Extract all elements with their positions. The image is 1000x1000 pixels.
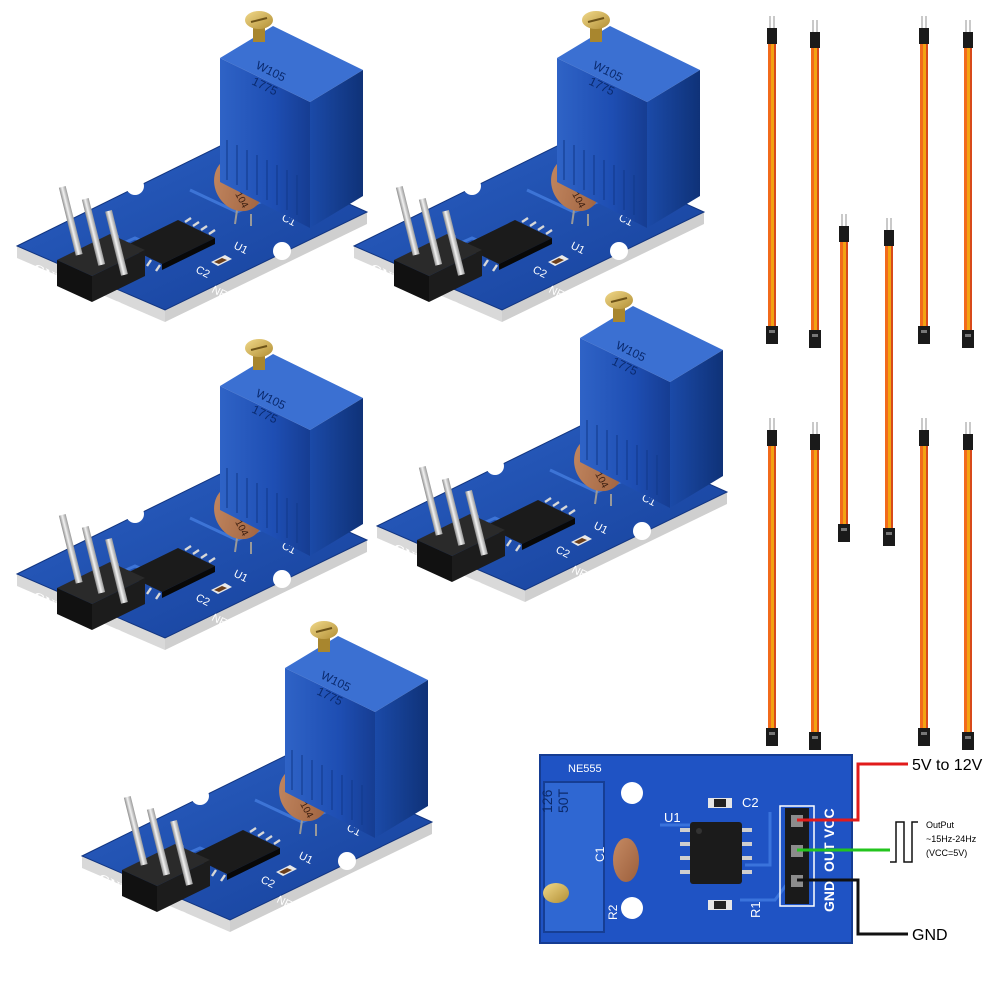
output-title: OutPut [926, 820, 955, 830]
module-5 [80, 619, 434, 940]
vcc-voltage-label: 5V to 12V [912, 757, 983, 774]
module-2 [352, 9, 706, 330]
jumper-cable [809, 422, 821, 750]
jumper-cable [962, 20, 974, 348]
board-top-label: NE555 [568, 763, 602, 775]
jumper-cable [918, 418, 930, 746]
u1-silkscreen: U1 [664, 810, 681, 825]
c2-silkscreen: C2 [742, 795, 759, 810]
jumper-cable [766, 418, 778, 746]
jumper-cable [838, 214, 850, 542]
pot-digits: 126 [539, 789, 555, 813]
square-wave-icon [890, 821, 918, 863]
wiring-diagram: NE555 126 50T C1 R2 U1 C2 R1 [539, 754, 983, 944]
vcc-wire [797, 762, 908, 822]
gnd-wire [797, 878, 908, 936]
diagram-potentiometer [543, 781, 605, 933]
module-3 [15, 337, 369, 658]
r2-silkscreen: R2 [606, 904, 620, 920]
module-1 [15, 9, 369, 330]
output-frequency: ~15Hz-24Hz [926, 834, 977, 844]
jumper-cable [809, 20, 821, 348]
diagram-out-pin-label: OUT [821, 842, 837, 872]
output-note: (VCC=5V) [926, 848, 967, 858]
r1-silkscreen: R1 [748, 901, 763, 918]
diagram-gnd-pin-label: GND [821, 881, 837, 912]
pot-digits-2: 50T [555, 788, 571, 813]
jumper-cable [918, 16, 930, 344]
c1-silkscreen: C1 [593, 846, 607, 862]
diagram-ic [690, 822, 742, 884]
jumper-cable [766, 16, 778, 344]
module-4 [375, 289, 729, 610]
jumper-cable [962, 422, 974, 750]
gnd-wire-label: GND [912, 927, 948, 944]
diagram-vcc-pin-label: VCC [821, 808, 837, 838]
jumper-cable [883, 218, 895, 546]
